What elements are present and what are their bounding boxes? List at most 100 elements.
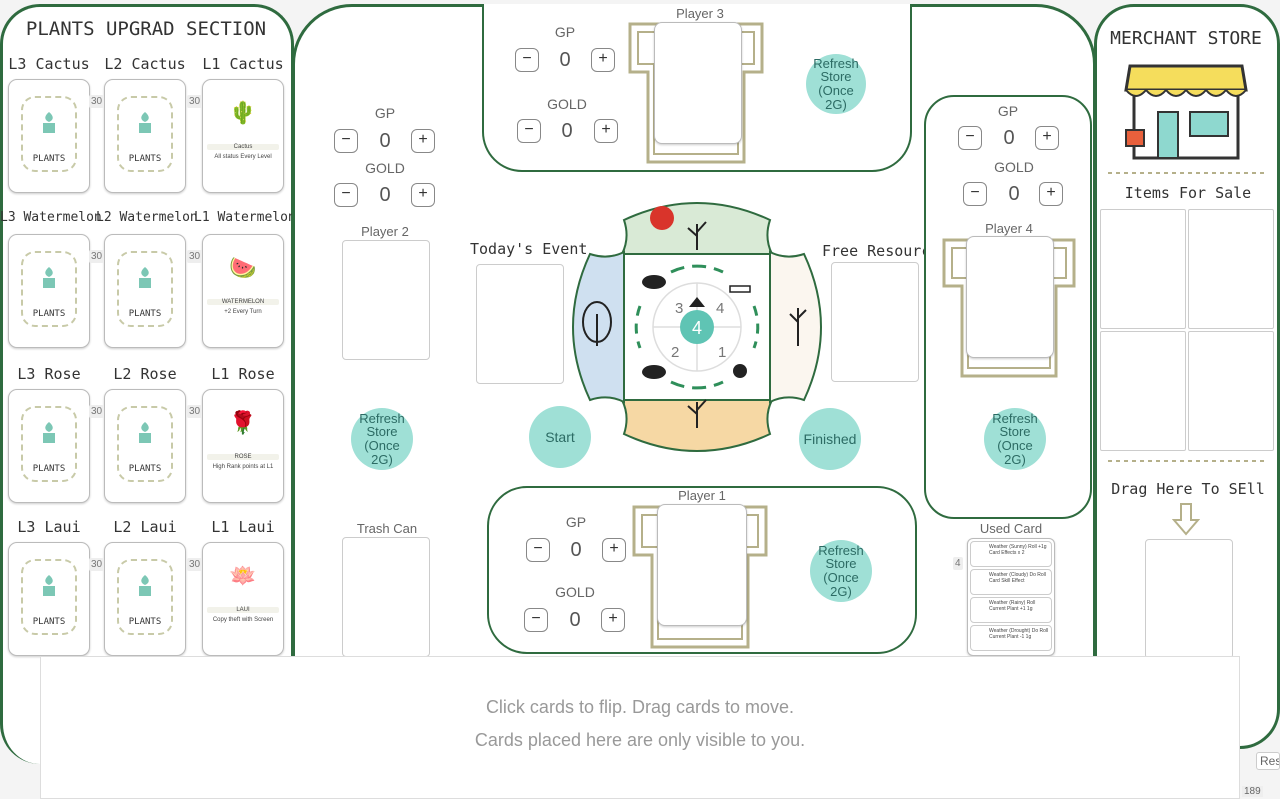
player3-gp-plus-button[interactable]: + [591,48,615,72]
player1-card-slot[interactable] [657,504,747,626]
player1-gp-plus-button[interactable]: + [602,538,626,562]
player1-refresh-store-button[interactable]: Refresh Store (Once 2G) [810,540,872,602]
free-resource-slot[interactable] [831,262,919,382]
used-card-entries: Weather (Sunny) Roll +1g Card Effects x … [970,541,1052,651]
used-card-entry: Weather (Drought) Do Roll Current Plant … [970,625,1052,651]
card-stack-count: 30 [89,558,105,571]
store-slot-3[interactable] [1100,331,1186,451]
player1-gp-value: 0 [570,539,582,561]
plants-card-label: PLANTS [128,154,162,164]
plant-card-back[interactable]: PLANTS [8,234,90,348]
potted-plant-icon [136,110,154,134]
reset-corner-button[interactable]: Res [1256,752,1280,770]
player4-pot-icon [942,238,1076,378]
plant-card-text: Copy theft with Screen [212,617,274,623]
player2-card-slot[interactable] [342,240,430,360]
card-stack-count: 30 [187,558,203,571]
card-stack-count: 30 [187,95,203,108]
todays-event-title: Today's Event [470,240,588,258]
player4-gold-value: 0 [1008,183,1020,205]
vine-frame [117,406,173,482]
player3-refresh-store-button[interactable]: Refresh Store (Once 2G) [806,54,866,114]
card-stack-count: 30 [89,250,105,263]
free-resource-title: Free Resource [822,242,940,260]
drag-sell-title: Drag Here To SEll [1111,480,1265,498]
plant-level-title: L1 Laui [211,518,275,536]
player4-gold-label: GOLD [994,159,1034,175]
corner-count: 189 [1242,786,1263,797]
player3-gp-minus-button[interactable]: − [515,48,539,72]
plant-level-title: L2 Cactus [104,55,186,73]
player4-gp-label: GP [997,103,1019,119]
trash-can-label: Trash Can [356,521,418,536]
plant-level-title: L3 Cactus [8,55,90,73]
plant-card-back[interactable]: PLANTS [104,234,186,348]
dial-number-4: 4 [716,300,724,317]
used-card-count: 4 [953,557,963,570]
card-stack-count: 30 [187,405,203,418]
vine-frame [21,96,77,172]
used-card-entry: Weather (Rainy) Roll Current Plant +1 1g [970,597,1052,623]
player4-gp-plus-button[interactable]: + [1035,126,1059,150]
used-card-stack[interactable]: Weather (Sunny) Roll +1g Card Effects x … [967,538,1055,656]
player3-card-slot[interactable] [654,22,742,144]
plant-card-face[interactable]: 🍉WATERMELON+2 Every Turn [202,234,284,348]
plant-card-back[interactable]: PLANTS [8,79,90,193]
finished-button[interactable]: Finished [799,408,861,470]
used-card-entry: Weather (Sunny) Roll +1g Card Effects x … [970,541,1052,567]
plant-card-back[interactable]: PLANTS [104,542,186,656]
potted-plant-icon [40,420,58,444]
start-button[interactable]: Start [529,406,591,468]
season-dial: 3 4 2 1 4 [572,202,822,452]
dial-center-value: 4 [692,318,702,338]
plant-card-back[interactable]: PLANTS [8,542,90,656]
vine-frame [21,251,77,327]
player4-refresh-store-button[interactable]: Refresh Store (Once 2G) [984,408,1046,470]
plants-card-label: PLANTS [32,617,66,627]
player4-card-slot[interactable] [966,236,1054,358]
dial-arrow-handle[interactable] [680,296,716,332]
player1-pot-icon [632,505,768,649]
player2-gold-minus-button[interactable]: − [334,183,358,207]
plant-card-back[interactable]: PLANTS [104,79,186,193]
plant-card-back[interactable]: PLANTS [8,389,90,503]
potted-plant-icon [40,265,58,289]
potted-plant-icon [40,573,58,597]
potted-plant-icon [40,110,58,134]
todays-event-slot[interactable] [476,264,564,384]
store-slot-2[interactable] [1188,209,1274,329]
store-slot-1[interactable] [1100,209,1186,329]
player4-name: Player 4 [985,221,1033,236]
player4-gold-plus-button[interactable]: + [1039,182,1063,206]
player1-gold-minus-button[interactable]: − [524,608,548,632]
player3-gold-plus-button[interactable]: + [594,119,618,143]
plant-card-back[interactable]: PLANTS [104,389,186,503]
plants-card-label: PLANTS [32,309,66,319]
player2-gold-plus-button[interactable]: + [411,183,435,207]
plant-card-text: High Rank points at L1 [212,464,274,470]
dial-number-1: 1 [718,344,726,361]
vine-frame [21,559,77,635]
player2-gp-plus-button[interactable]: + [411,129,435,153]
player1-gold-plus-button[interactable]: + [601,608,625,632]
plant-card-name: Cactus [207,144,279,150]
player4-gp-minus-button[interactable]: − [958,126,982,150]
plant-illustration-icon: 🍉 [229,255,257,280]
player4-gold-minus-button[interactable]: − [963,182,987,206]
player2-gp-minus-button[interactable]: − [334,129,358,153]
plants-card-label: PLANTS [32,464,66,474]
player2-gp-value: 0 [379,130,391,152]
shop-icon [1124,64,1248,160]
player3-gold-minus-button[interactable]: − [517,119,541,143]
store-slot-4[interactable] [1188,331,1274,451]
trash-can-slot[interactable] [342,537,430,657]
sell-drop-slot[interactable] [1145,539,1233,659]
items-for-sale-title: Items For Sale [1124,184,1252,202]
plant-illustration-icon: 🌵 [229,100,257,125]
left-refresh-store-button[interactable]: Refresh Store (Once 2G) [351,408,413,470]
private-hand-area[interactable]: Click cards to flip. Drag cards to move.… [40,656,1240,799]
player1-gp-minus-button[interactable]: − [526,538,550,562]
